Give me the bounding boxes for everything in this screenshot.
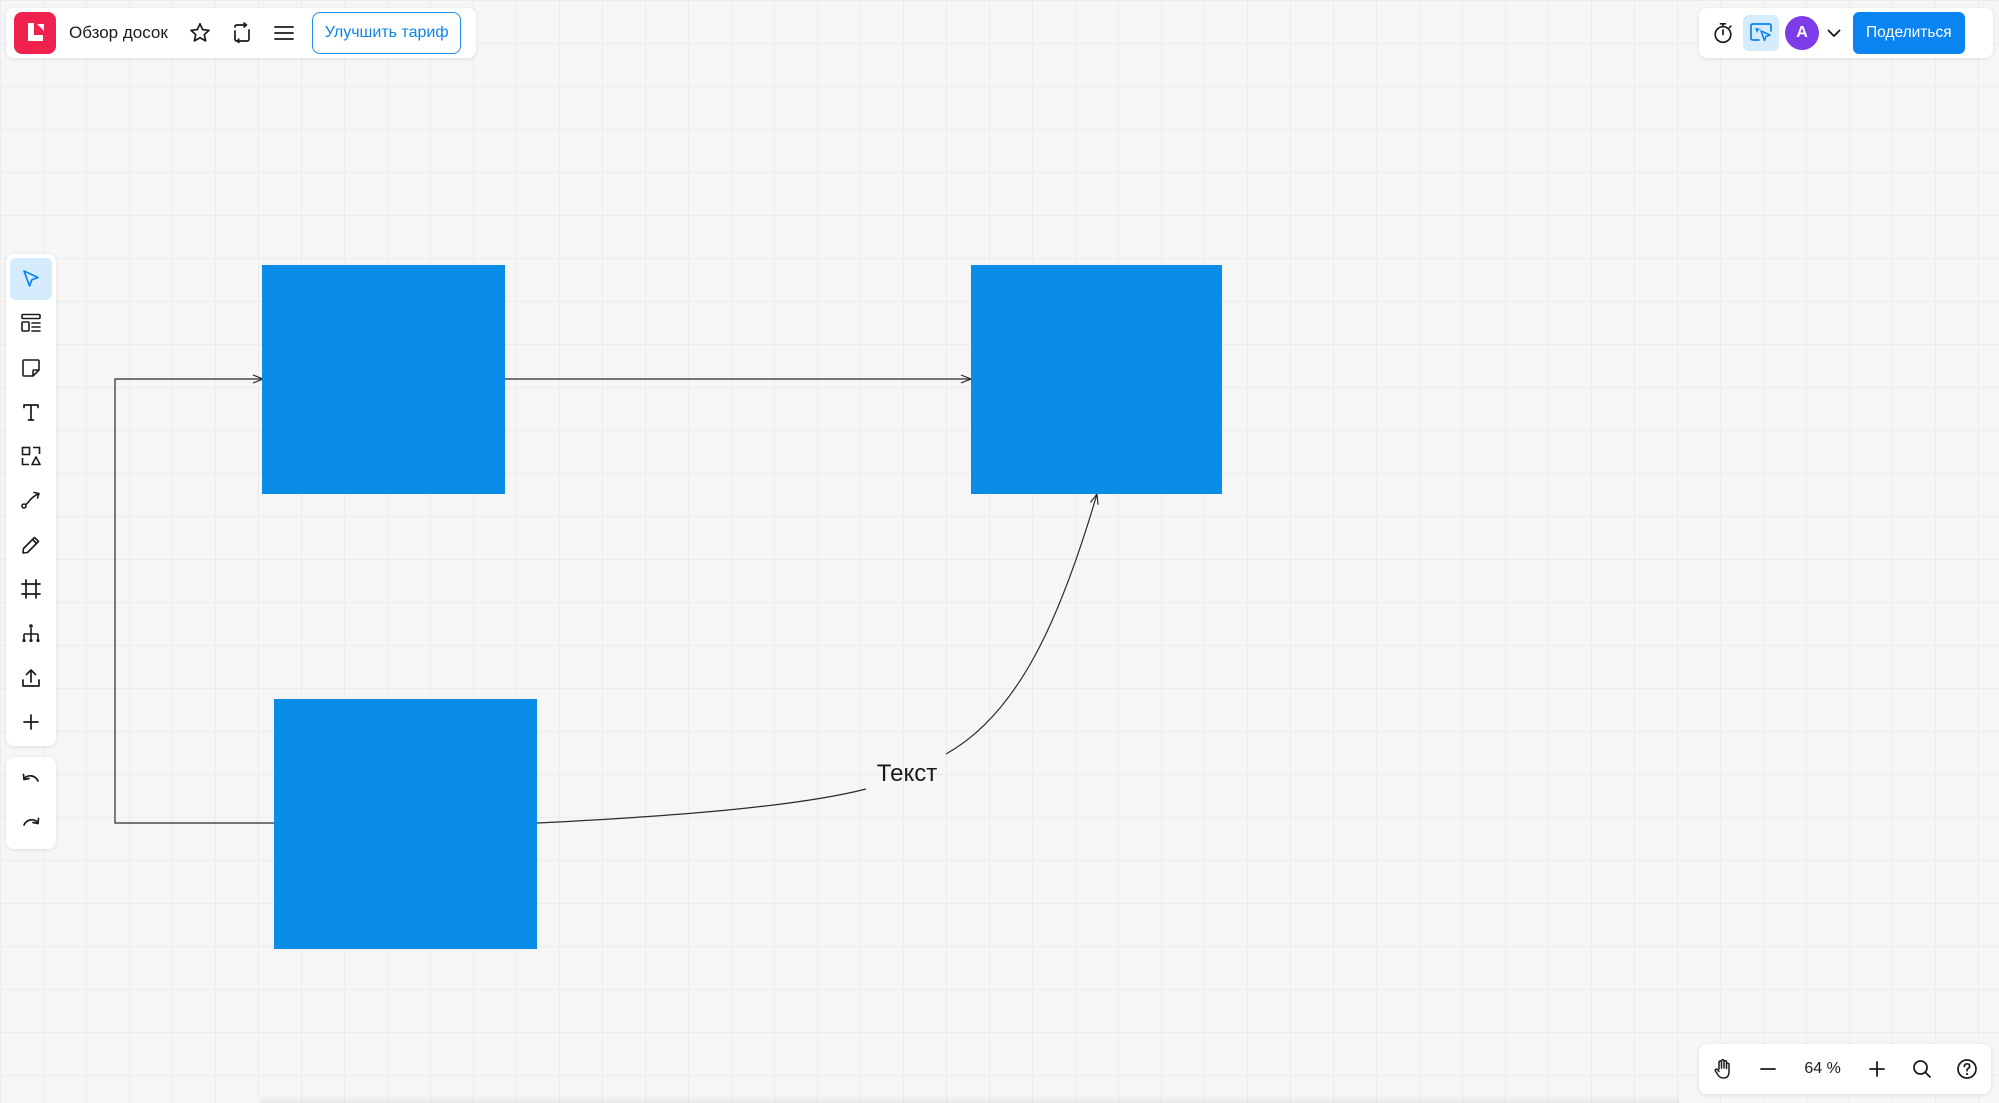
app-logo-icon[interactable]: [14, 12, 56, 54]
shapes-icon[interactable]: [10, 435, 52, 477]
left-toolbar: [6, 254, 56, 746]
presentation-cursor-icon[interactable]: [1743, 15, 1779, 51]
more-tools-plus-icon[interactable]: [10, 701, 52, 743]
redo-icon[interactable]: [10, 804, 52, 846]
zoom-level[interactable]: 64 %: [1804, 1060, 1841, 1077]
bottom-shadow: [260, 1095, 1679, 1103]
shape-rectangle-bottom[interactable]: [274, 699, 537, 949]
timer-icon[interactable]: [1705, 15, 1741, 51]
top-left-panel: Обзор досок Улучшить тариф: [6, 8, 476, 58]
history-toolbar: [6, 757, 56, 849]
user-avatar[interactable]: A: [1785, 16, 1819, 50]
search-icon[interactable]: [1904, 1051, 1940, 1087]
zoom-out-icon[interactable]: [1750, 1051, 1786, 1087]
hand-pan-icon[interactable]: [1705, 1051, 1741, 1087]
upload-icon[interactable]: [10, 657, 52, 699]
help-icon[interactable]: [1949, 1051, 1985, 1087]
undo-icon[interactable]: [10, 760, 52, 802]
share-button[interactable]: Поделиться: [1853, 12, 1965, 54]
connector-curved-part2[interactable]: [945, 494, 1097, 755]
frame-icon[interactable]: [10, 568, 52, 610]
zoom-in-icon[interactable]: [1859, 1051, 1895, 1087]
select-cursor-icon[interactable]: [10, 258, 52, 300]
pen-icon[interactable]: [10, 524, 52, 566]
chevron-down-icon[interactable]: [1821, 15, 1847, 51]
connector-label[interactable]: Текст: [877, 760, 937, 787]
board-title[interactable]: Обзор досок: [69, 23, 168, 42]
shape-rectangle-top-left[interactable]: [262, 265, 505, 494]
sticky-note-icon[interactable]: [10, 347, 52, 389]
top-right-panel: A Поделиться: [1699, 8, 1993, 58]
connector-elbow-left[interactable]: [114, 379, 274, 824]
board-sync-icon[interactable]: [224, 15, 260, 51]
connector-curved-part1[interactable]: [536, 788, 867, 824]
menu-icon[interactable]: [266, 15, 302, 51]
mind-map-icon[interactable]: [10, 612, 52, 654]
star-icon[interactable]: [182, 15, 218, 51]
templates-icon[interactable]: [10, 302, 52, 344]
shape-rectangle-top-right[interactable]: [971, 265, 1222, 494]
connector-icon[interactable]: [10, 479, 52, 521]
text-icon[interactable]: [10, 391, 52, 433]
zoom-panel: 64 %: [1699, 1044, 1991, 1094]
upgrade-plan-button[interactable]: Улучшить тариф: [311, 12, 462, 54]
